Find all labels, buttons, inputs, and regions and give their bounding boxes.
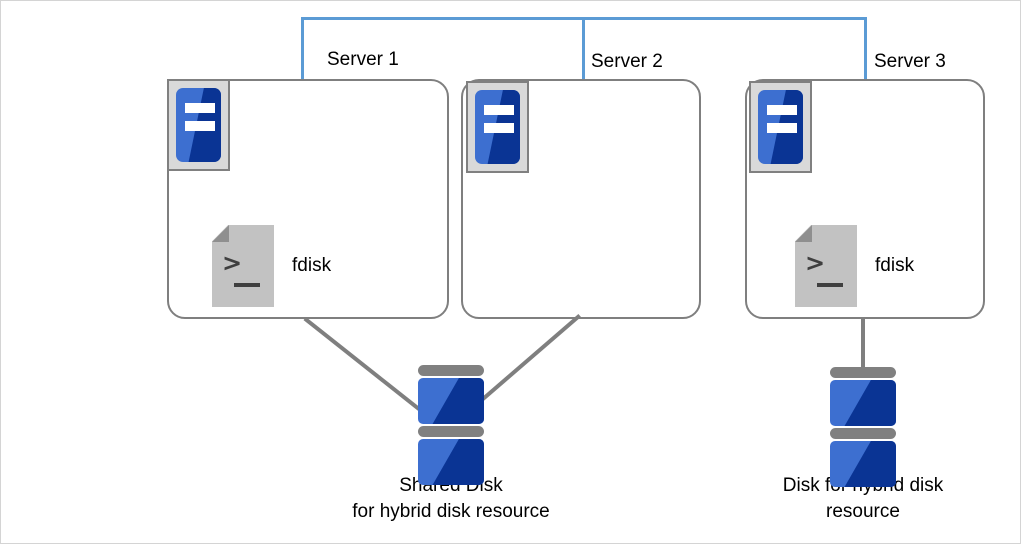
server-box-3[interactable] <box>745 79 985 319</box>
fdisk-group-3: > fdisk <box>795 225 995 311</box>
shared-disk-icon[interactable] <box>418 365 484 485</box>
fdisk-fold-corner-1 <box>212 225 229 242</box>
local-disk-icon[interactable] <box>830 367 896 487</box>
network-drop-server-3 <box>864 17 867 80</box>
fdisk-cursor-icon-3 <box>817 283 843 287</box>
fdisk-label-1: fdisk <box>292 255 332 276</box>
server-icon-body-3 <box>758 90 803 164</box>
connector-server2-shared-disk <box>468 314 581 412</box>
server-label-2: Server 2 <box>591 51 663 72</box>
local-disk-bar-top <box>830 367 896 378</box>
server-icon-bar-top-1 <box>185 103 215 113</box>
local-disk-bar-middle <box>830 428 896 439</box>
server-icon-body-1 <box>176 88 221 162</box>
shared-disk-block-top <box>418 378 484 424</box>
server-icon-bar-top-3 <box>767 105 797 115</box>
local-disk-caption-line-2: resource <box>826 500 900 522</box>
local-disk-block-top <box>830 380 896 426</box>
server-icon-1 <box>167 79 230 171</box>
shared-disk-block-bottom <box>418 439 484 485</box>
server-icon-bar-bottom-3 <box>767 123 797 133</box>
server-icon-3 <box>749 81 812 173</box>
fdisk-prompt-icon-3: > <box>805 249 826 277</box>
server-icon-body-2 <box>475 90 520 164</box>
server-icon-2 <box>466 81 529 173</box>
local-disk-block-bottom <box>830 441 896 487</box>
server-icon-bar-bottom-2 <box>484 123 514 133</box>
network-drop-server-1 <box>301 17 304 80</box>
server-icon-bar-bottom-1 <box>185 121 215 131</box>
connector-server1-shared-disk <box>303 317 426 415</box>
fdisk-cursor-icon-1 <box>234 283 260 287</box>
network-drop-server-2 <box>582 17 585 80</box>
connector-server3-local-disk <box>861 317 865 373</box>
shared-disk-caption-line-2: for hybrid disk resource <box>352 500 550 522</box>
fdisk-prompt-icon-1: > <box>222 249 243 277</box>
fdisk-label-3: fdisk <box>875 255 915 276</box>
shared-disk-bar-top <box>418 365 484 376</box>
shared-disk-bar-middle <box>418 426 484 437</box>
fdisk-group-1: > fdisk <box>212 225 412 311</box>
server-icon-bar-top-2 <box>484 105 514 115</box>
server-label-3: Server 3 <box>874 51 946 72</box>
server-label-1: Server 1 <box>327 49 399 70</box>
